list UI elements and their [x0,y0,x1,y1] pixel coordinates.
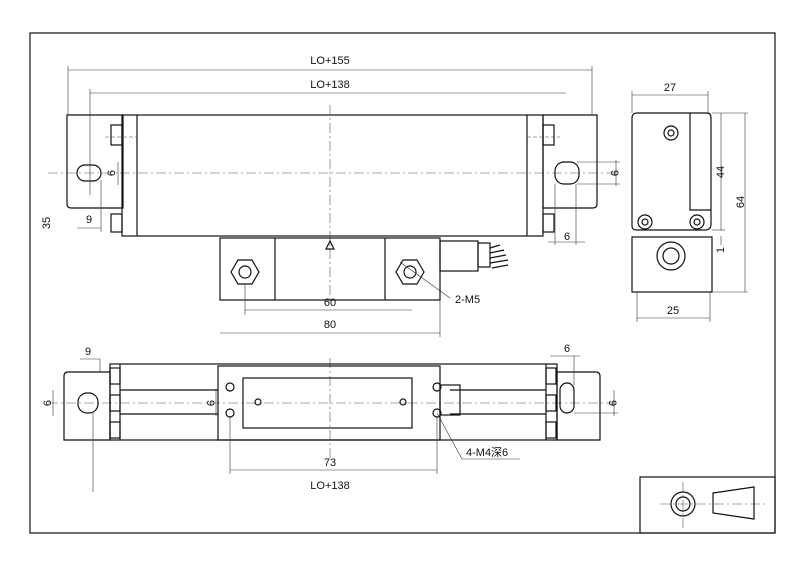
dim-bottom-mount-length: LO+138 [310,480,349,492]
hex-nut-right [395,259,425,285]
dim-side-height-total: 64 [735,196,747,208]
scale-body-bottom [109,363,558,441]
dim-bottom-slot-offset-left: 9 [85,346,91,358]
dim-head-length: 80 [324,319,336,331]
reference-triangle-icon [325,239,335,250]
title-block [639,476,776,534]
connector [439,240,479,272]
bottom-view: 9 6 6 9 9 73 LO+138 4-M4深6 [42,343,618,492]
right-mount-plate [542,114,598,209]
dim-side-gap: 1 [715,247,727,253]
dim-hole-spacing: 73 [324,457,336,469]
carriage [217,365,441,441]
dim-slot-offset-right: 6 [564,231,570,243]
dim-overall-length: LO+155 [310,55,349,67]
dim-height: 35 [41,217,53,229]
dim-slot-width-left: 6 [106,170,118,176]
right-slot [554,161,580,185]
dim-slot-width-right: 9 [608,170,620,176]
dim-head-hole-spacing: 60 [324,297,336,309]
dim-slot-offset-left: 9 [86,214,92,226]
label-hole-thread: 4-M4深6 [466,446,508,459]
dim-side-height-body: 44 [715,166,727,178]
dim-bottom-slot-width-right: 9 [606,400,618,406]
top-view: LO+155 LO+138 35 9 6 9 6 60 80 2-M5 [41,55,620,337]
left-slot [76,164,102,182]
screw-left [254,398,262,406]
dim-carriage-spacing: 9 [204,400,216,406]
scale-body [121,114,544,237]
left-mount-plate [66,114,124,209]
dim-mount-length: LO+138 [310,79,349,91]
dim-bottom-slot-width-left: 6 [42,400,54,406]
dim-side-width-top: 27 [664,82,676,94]
first-angle-projection-symbol [660,482,765,528]
dim-side-width-bottom: 25 [667,305,679,317]
cable-spring [489,244,509,269]
cable-fitting [656,241,686,271]
side-view: 27 44 64 1 25 [631,82,748,322]
label-head-thread: 2-M5 [455,294,480,306]
hex-nut-left [230,259,260,285]
dim-bottom-slot-offset-right: 6 [564,343,570,355]
drawing-frame [29,32,776,534]
screw-right [399,398,407,406]
